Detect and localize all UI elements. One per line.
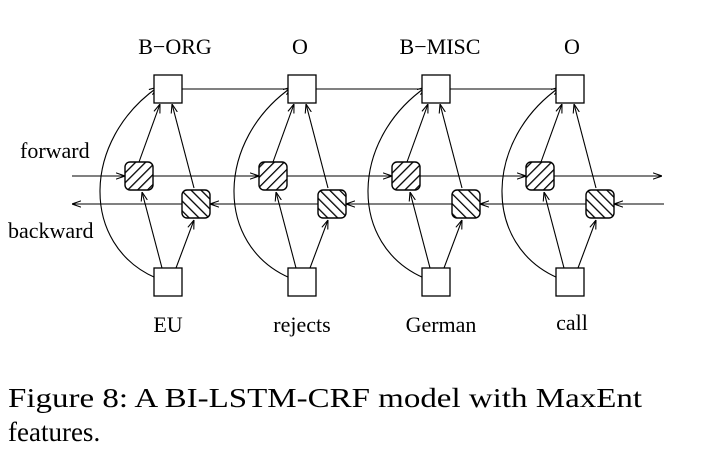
backward-label: backward <box>8 218 94 243</box>
column-4 <box>501 74 615 297</box>
forward-lstm-cell-2 <box>258 161 288 191</box>
word-label-2: rejects <box>273 312 330 337</box>
word-label-4: call <box>556 310 588 335</box>
tag-label-3: B−MISC <box>400 34 481 59</box>
tag-node-2 <box>287 74 317 104</box>
word-node-4 <box>555 267 585 297</box>
forward-lstm-cell-1 <box>124 161 154 191</box>
column-2 <box>233 74 347 297</box>
tag-label-2: O <box>292 34 308 59</box>
word-node-2 <box>287 267 317 297</box>
backward-lstm-cell-4 <box>585 189 615 219</box>
word-label-3: German <box>406 312 477 337</box>
backward-lstm-cell-1 <box>181 189 211 219</box>
figure-caption-line-2: features. <box>8 417 100 447</box>
word-node-1 <box>153 267 183 297</box>
figure-caption-line-1: Figure 8: A BI-LSTM-CRF model with MaxEn… <box>8 383 643 413</box>
forward-lstm-cell-4 <box>525 161 555 191</box>
tag-node-3 <box>421 74 451 104</box>
tag-label-1: B−ORG <box>138 34 212 59</box>
word-node-3 <box>421 267 451 297</box>
tag-node-1 <box>153 74 183 104</box>
word-label-1: EU <box>153 312 182 337</box>
backward-lstm-cell-2 <box>317 189 347 219</box>
column-3 <box>367 74 481 297</box>
backward-lstm-cell-3 <box>451 189 481 219</box>
forward-lstm-cell-3 <box>391 161 421 191</box>
tag-label-4: O <box>564 34 580 59</box>
column-1 <box>99 74 211 297</box>
forward-label: forward <box>20 138 90 163</box>
tag-node-4 <box>555 74 585 104</box>
